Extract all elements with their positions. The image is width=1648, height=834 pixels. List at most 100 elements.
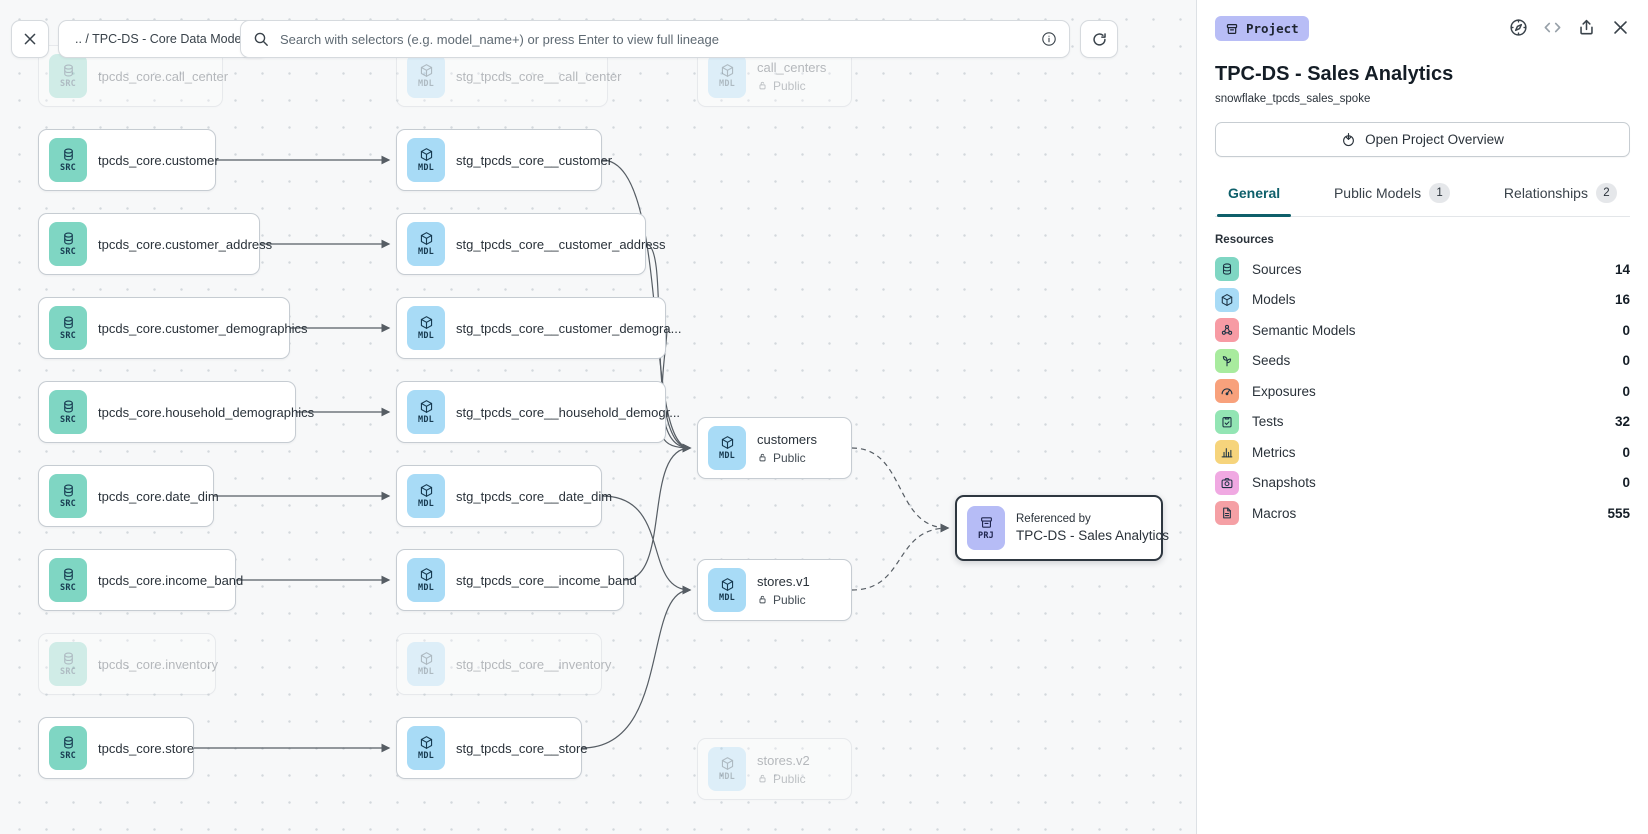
cube-icon [721, 578, 733, 591]
cube-icon [420, 64, 432, 77]
cube-icon [420, 316, 432, 329]
node-text: tpcds_core.customer_address [98, 237, 272, 252]
node-type-badge: SRC [49, 222, 87, 266]
node-type-badge: PRJ [967, 506, 1005, 550]
node-type-badge: MDL [708, 426, 746, 470]
node-type-label: MDL [719, 79, 735, 89]
resource-icon-tile [1215, 318, 1239, 343]
graph-node-stg_customer_address[interactable]: MDL stg_tpcds_core__customer_address [396, 213, 666, 275]
code-icon[interactable] [1543, 18, 1562, 37]
node-type-badge: MDL [407, 222, 445, 266]
resource-label: Metrics [1252, 444, 1296, 460]
cube-icon [1221, 293, 1233, 306]
node-text: stg_tpcds_core__inventory [456, 657, 611, 672]
graph-node-src_date_dim[interactable]: SRC tpcds_core.date_dim [38, 465, 219, 527]
explore-icon[interactable] [1509, 18, 1528, 37]
close-lineage-button[interactable] [11, 20, 49, 58]
cube-icon [420, 736, 432, 749]
archive-icon [980, 517, 992, 528]
node-label: tpcds_core.call_center [98, 68, 229, 84]
resources-section-title: Resources [1215, 234, 1274, 246]
project-details-panel: Project TPC-DS - Sales Analytics snowfla… [1196, 0, 1648, 834]
resource-label: Exposures [1252, 383, 1316, 399]
lineage-search-bar[interactable] [240, 20, 1070, 58]
graph-node-stg_inventory[interactable]: MDL stg_tpcds_core__inventory [396, 633, 611, 695]
node-type-label: MDL [418, 331, 434, 341]
clipboard-icon [1222, 416, 1232, 428]
share-icon[interactable] [1577, 18, 1596, 37]
node-type-label: SRC [60, 499, 76, 509]
cube-icon [721, 757, 733, 770]
tab-label: Public Models [1333, 185, 1422, 201]
refresh-lineage-button[interactable] [1080, 20, 1118, 58]
resource-row-exposures[interactable]: Exposures 0 [1215, 376, 1630, 407]
overview-icon [1343, 132, 1355, 147]
node-access: Public [757, 451, 817, 465]
info-icon [1042, 32, 1056, 46]
tab-general[interactable]: General [1215, 174, 1293, 217]
graph-node-stg_customer_demographics[interactable]: MDL stg_tpcds_core__customer_demogra... [396, 297, 681, 359]
node-type-label: SRC [60, 247, 76, 257]
close-panel-icon[interactable] [1611, 18, 1630, 37]
lineage-search-input[interactable] [278, 30, 1032, 48]
node-type-badge: MDL [407, 726, 445, 770]
node-label: stg_tpcds_core__customer_demogra... [456, 320, 682, 336]
resource-count: 0 [1622, 383, 1630, 399]
node-type-label: SRC [60, 331, 76, 341]
tab-label: General [1228, 185, 1281, 201]
resource-icon-tile [1215, 257, 1239, 282]
cube-icon [420, 148, 432, 161]
lockOpen-icon [759, 453, 766, 462]
info-icon[interactable] [1041, 31, 1057, 47]
node-label: tpcds_core.income_band [98, 572, 244, 588]
node-access-label: Public [773, 592, 806, 607]
resource-icon-tile [1215, 470, 1239, 495]
node-type-label: SRC [60, 415, 76, 425]
node-text: tpcds_core.inventory [98, 657, 218, 672]
node-text: stg_tpcds_core__customer_demogra... [456, 321, 681, 336]
node-label: TPC-DS - Sales Analytics [1016, 528, 1170, 543]
database-icon [63, 232, 73, 245]
node-text: tpcds_core.customer_demographics [98, 321, 308, 336]
node-text: tpcds_core.date_dim [98, 489, 219, 504]
node-type-label: MDL [418, 667, 434, 677]
open-project-overview-button[interactable]: Open Project Overview [1215, 122, 1630, 157]
graph-node-src_customer_demographics[interactable]: SRC tpcds_core.customer_demographics [38, 297, 308, 359]
resource-label: Macros [1252, 505, 1297, 521]
node-label: stg_tpcds_core__customer_address [456, 236, 666, 252]
node-type-badge: MDL [708, 568, 746, 612]
node-label: tpcds_core.customer [98, 152, 219, 168]
seed-icon [1222, 355, 1232, 367]
breadcrumb[interactable]: .. / TPC-DS - Core Data Models [58, 20, 268, 58]
search-icon [254, 32, 268, 46]
close-icon [1614, 21, 1627, 34]
graph-node-src_customer_address[interactable]: SRC tpcds_core.customer_address [38, 213, 272, 275]
